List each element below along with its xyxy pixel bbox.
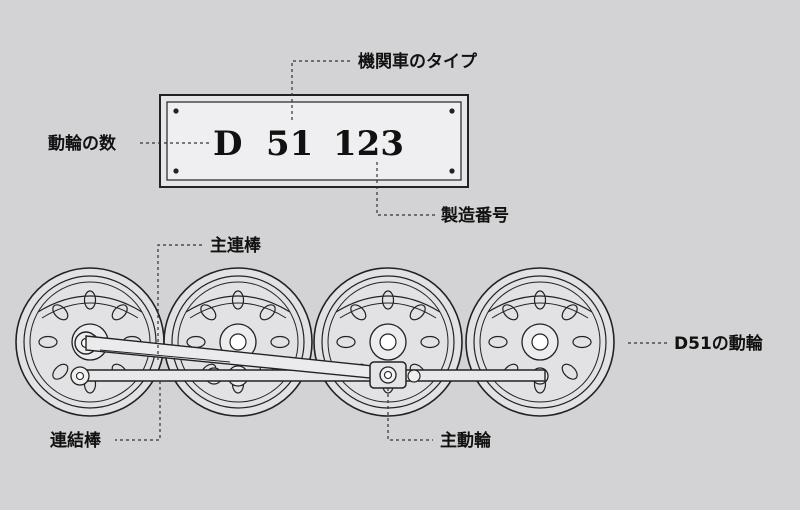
plate-rivet-tl <box>173 108 179 114</box>
label-serial-number: 製造番号 <box>440 205 509 226</box>
label-d51-driving-wheels: D51の動輪 <box>674 333 764 354</box>
label-locomotive-type: 機関車のタイプ <box>358 51 478 72</box>
plate-rivet-bl <box>173 168 179 174</box>
label-main-rod: 主連棒 <box>210 235 262 256</box>
wheel-4 <box>465 267 615 417</box>
leader-main-rod <box>157 244 205 360</box>
leader-serial-number <box>376 162 435 216</box>
plate-rivet-tr <box>449 108 455 114</box>
leader-locomotive-type <box>291 60 352 120</box>
plate-rivet-br <box>449 168 455 174</box>
label-coupling-rod: 連結棒 <box>50 430 102 451</box>
wheel-2 <box>163 267 313 417</box>
leader-lines <box>115 60 668 441</box>
number-plate: D 51 123 <box>159 94 469 188</box>
label-driving-wheel-count: 動輪の数 <box>48 133 117 154</box>
leader-coupling-rod <box>115 381 161 441</box>
main-crank-block <box>369 361 421 389</box>
plate-prefix: D <box>213 124 242 164</box>
wheel-3-main <box>313 267 463 417</box>
label-main-driving-wheel: 主動輪 <box>440 430 492 451</box>
plate-number-a: 51 <box>266 124 313 164</box>
plate-number-b: 123 <box>333 124 404 164</box>
